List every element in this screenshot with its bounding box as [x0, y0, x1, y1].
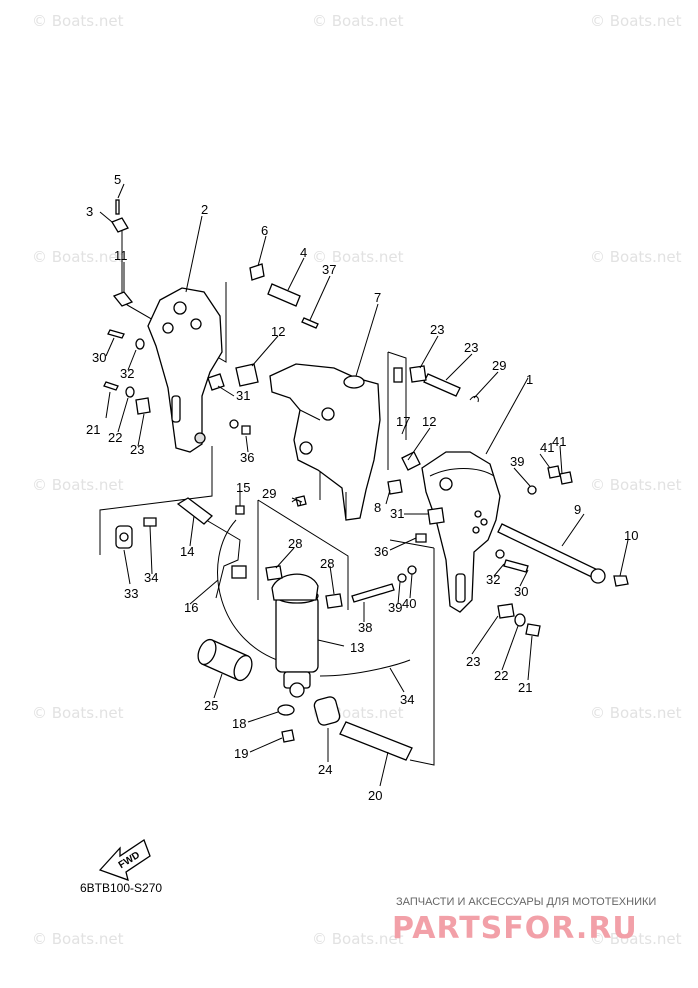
part-33-plate[interactable]: [115, 525, 133, 549]
fwd-arrow: FWD: [98, 839, 151, 882]
watermark: © Boats.net: [32, 704, 124, 722]
part-number-label: 19: [234, 746, 248, 761]
part-number-label: 32: [120, 366, 134, 381]
footer-logo: PARTSFOR.RU: [392, 911, 638, 946]
part-number-label: 11: [114, 248, 128, 263]
watermark: © Boats.net: [312, 12, 404, 30]
watermark: © Boats.net: [32, 248, 124, 266]
watermark: © Boats.net: [590, 930, 682, 948]
watermark: © Boats.net: [32, 930, 124, 948]
part-number-label: 23: [466, 654, 480, 669]
part-number-label: 13: [350, 640, 364, 655]
part-number-label: 37: [322, 262, 336, 277]
part-number-label: 21: [86, 422, 100, 437]
part-number-label: 41: [552, 434, 566, 449]
part-number-label: 25: [204, 698, 218, 713]
footer-tagline: ЗАПЧАСТИ И АКСЕССУАРЫ ДЛЯ МОТОТЕХНИКИ: [396, 896, 656, 908]
part-number-label: 3: [86, 204, 93, 219]
part-7-swivel-bracket[interactable]: [269, 363, 381, 521]
watermark: © Boats.net: [32, 12, 124, 30]
part-13-cylinder[interactable]: [271, 573, 319, 698]
part-26-shaft[interactable]: [423, 373, 461, 397]
part-number-label: 28: [320, 556, 334, 571]
part-2-clamp-bracket-left[interactable]: [147, 287, 223, 453]
part-4-shaft[interactable]: [267, 283, 301, 307]
part-number-label: 40: [402, 596, 416, 611]
assembly-outlines: [99, 230, 435, 766]
part-number-label: 31: [236, 388, 250, 403]
part-number-label: 17: [396, 414, 410, 429]
part-number-label: 12: [271, 324, 285, 339]
part-number-label: 34: [144, 570, 158, 585]
part-number-label: 23: [464, 340, 478, 355]
part-number-label: 12: [422, 414, 436, 429]
part-number-label: 2: [201, 202, 208, 217]
part-1-clamp-bracket-right[interactable]: [421, 451, 501, 613]
part-number-label: 36: [374, 544, 388, 559]
part-number-label: 39: [388, 600, 402, 615]
part-number-label: 41: [540, 440, 554, 455]
watermark: © Boats.net: [590, 476, 682, 494]
part-15-plate[interactable]: [176, 497, 213, 525]
part-number-label: 29: [492, 358, 506, 373]
part-number-label: 7: [374, 290, 381, 305]
part-number-label: 23: [130, 442, 144, 457]
part-number-label: 9: [574, 502, 581, 517]
watermark: © Boats.net: [312, 930, 404, 948]
part-number-label: 34: [400, 692, 414, 707]
part-number-label: 28: [288, 536, 302, 551]
part-number-label: 33: [124, 586, 138, 601]
watermark: © Boats.net: [32, 476, 124, 494]
watermark: © Boats.net: [590, 248, 682, 266]
watermark: © Boats.net: [590, 12, 682, 30]
watermark: © Boats.net: [312, 248, 404, 266]
part-number-label: 30: [92, 350, 106, 365]
part-number-label: 6: [261, 223, 268, 238]
part-number-label: 29: [262, 486, 276, 501]
part-25-sleeve[interactable]: [195, 637, 256, 683]
part-number-label: 31: [390, 506, 404, 521]
watermarks: © Boats.net © Boats.net © Boats.net © Bo…: [32, 12, 682, 948]
part-number-label: 32: [486, 572, 500, 587]
part-number-label: 23: [430, 322, 444, 337]
part-number-label: 30: [514, 584, 528, 599]
part-number-label: 8: [374, 500, 381, 515]
part-number-label: 15: [236, 480, 250, 495]
part-number-label: 21: [518, 680, 532, 695]
part-number-label: 36: [240, 450, 254, 465]
part-number-label: 39: [510, 454, 524, 469]
part-20-pin[interactable]: [339, 721, 413, 761]
hardware-parts[interactable]: [103, 199, 573, 743]
leader-lines: [99, 183, 629, 787]
part-number-label: 24: [318, 762, 332, 777]
part-24-bushing[interactable]: [313, 696, 341, 727]
part-number-label: 38: [358, 620, 372, 635]
part-number-label: 4: [300, 245, 307, 260]
part-10-nut[interactable]: [613, 575, 629, 587]
part-number-label: 22: [494, 668, 508, 683]
footer-branding: ЗАПЧАСТИ И АКСЕССУАРЫ ДЛЯ МОТОТЕХНИКИ PA…: [392, 896, 656, 946]
part-labels: 5 3 2 6 4 37 11 7 12 23 23 29 1 30 32 31…: [86, 172, 638, 803]
part-number-label: 1: [526, 372, 533, 387]
part-number-label: 10: [624, 528, 638, 543]
watermark: © Boats.net: [590, 704, 682, 722]
part-number-label: 5: [114, 172, 121, 187]
part-number-label: 22: [108, 430, 122, 445]
part-number-label: 20: [368, 788, 382, 803]
part-number-label: 16: [184, 600, 198, 615]
diagram-code: 6BTB100-S270: [80, 881, 162, 895]
part-9-tilt-shaft[interactable]: [497, 523, 606, 584]
part-14-lever[interactable]: [195, 513, 247, 599]
part-number-label: 18: [232, 716, 246, 731]
part-number-label: 14: [180, 544, 194, 559]
